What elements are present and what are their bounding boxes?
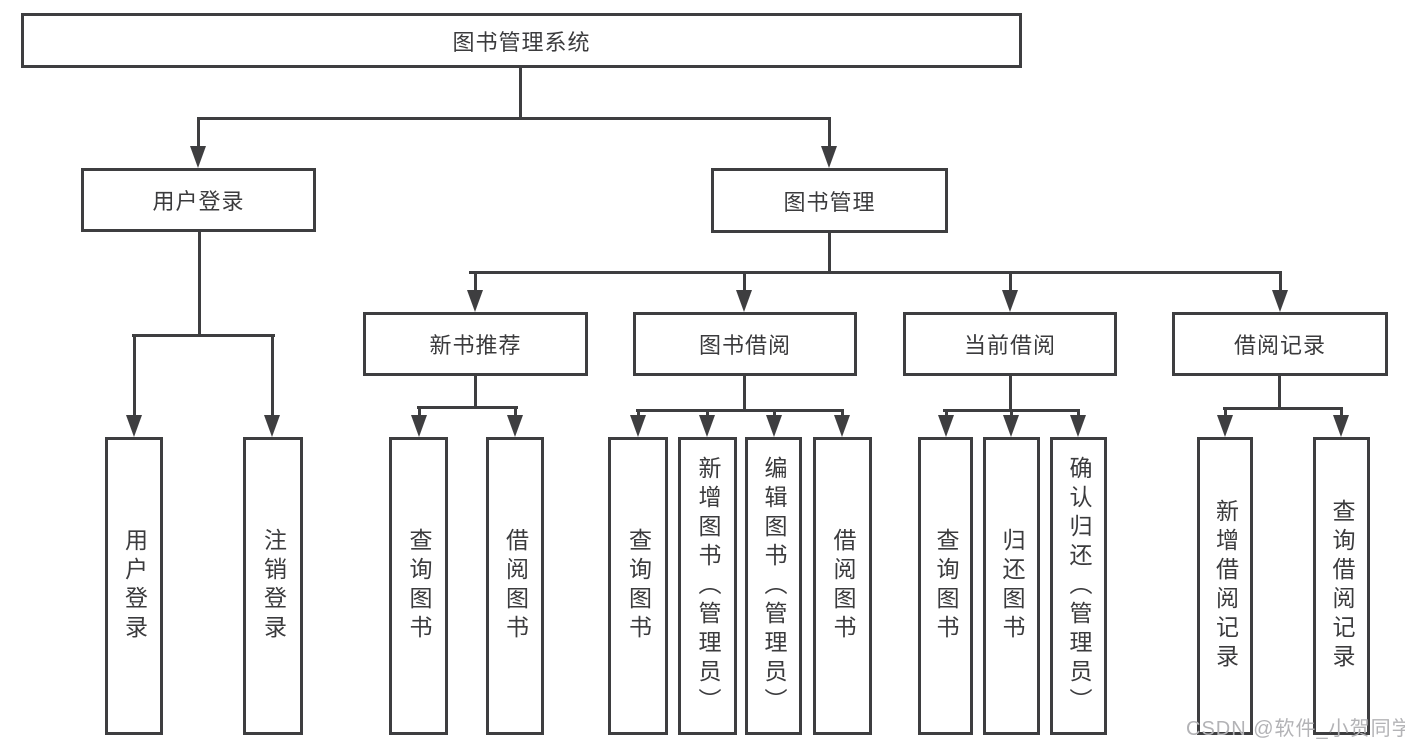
arrow-down-icon <box>834 415 850 437</box>
node-book-management: 图书管理 <box>711 168 948 233</box>
connector-stem <box>1009 376 1012 412</box>
connector-stem <box>198 232 201 337</box>
connector-drop <box>706 409 709 417</box>
node-label: 归还图书 <box>999 528 1025 644</box>
node-label: 图书管理系统 <box>452 29 591 55</box>
leaf-query-books-borrow: 查询图书 <box>608 437 668 735</box>
leaf-borrow-books-recommend: 借阅图书 <box>486 437 544 735</box>
arrow-down-icon <box>411 415 427 437</box>
arrow-down-icon <box>190 146 206 168</box>
node-current-borrowing: 当前借阅 <box>903 312 1117 376</box>
node-borrowing-records: 借阅记录 <box>1172 312 1388 376</box>
connector-drop <box>1279 271 1282 292</box>
arrow-down-icon <box>630 415 646 437</box>
node-label: 图书管理 <box>783 189 876 215</box>
node-label: 查询借阅记录 <box>1329 499 1355 673</box>
node-label: 编辑图书（管理员） <box>761 455 787 717</box>
leaf-edit-books-admin: 编辑图书（管理员） <box>745 437 802 735</box>
connector-branch <box>132 334 275 337</box>
connector-stem <box>828 233 831 274</box>
connector-drop <box>1010 409 1013 417</box>
connector-stem <box>519 68 522 120</box>
connector-branch <box>197 117 831 120</box>
node-user-login: 用户登录 <box>81 168 316 232</box>
node-book-borrowing: 图书借阅 <box>633 312 857 376</box>
leaf-return-books: 归还图书 <box>983 437 1040 735</box>
connector-branch <box>417 406 518 409</box>
node-label: 借阅记录 <box>1233 333 1326 358</box>
arrow-down-icon <box>766 415 782 437</box>
arrow-down-icon <box>1333 415 1349 437</box>
node-new-book-recommendation: 新书推荐 <box>363 312 588 376</box>
arrow-down-icon <box>821 146 837 168</box>
arrow-down-icon <box>699 415 715 437</box>
node-label: 查询图书 <box>625 528 652 644</box>
connector-drop <box>271 334 274 417</box>
arrow-down-icon <box>507 415 523 437</box>
arrow-down-icon <box>1070 415 1086 437</box>
connector-drop <box>514 406 517 417</box>
node-label: 确认归还（管理员） <box>1066 455 1092 717</box>
connector-drop <box>1009 271 1012 292</box>
arrow-down-icon <box>1003 415 1019 437</box>
leaf-add-books-admin: 新增图书（管理员） <box>678 437 737 735</box>
connector-drop <box>1077 409 1080 417</box>
connector-drop <box>828 117 831 148</box>
arrow-down-icon <box>467 290 483 312</box>
connector-branch <box>1223 407 1343 410</box>
arrow-down-icon <box>1272 290 1288 312</box>
arrow-down-icon <box>126 415 142 437</box>
connector-drop <box>197 117 200 148</box>
leaf-user-login: 用户登录 <box>105 437 163 735</box>
leaf-borrow-books: 借阅图书 <box>813 437 872 735</box>
connector-drop <box>1340 407 1343 417</box>
node-label: 用户登录 <box>152 189 245 214</box>
connector-stem <box>474 376 477 409</box>
node-label: 新增图书（管理员） <box>695 455 721 717</box>
node-label: 图书借阅 <box>698 333 791 358</box>
csdn-watermark: CSDN @软件_小贺同学 <box>1186 718 1405 740</box>
arrow-down-icon <box>938 415 954 437</box>
connector-drop <box>133 334 136 417</box>
connector-drop <box>1224 407 1227 417</box>
leaf-add-borrow-record: 新增借阅记录 <box>1197 437 1253 735</box>
connector-branch <box>469 271 1281 274</box>
node-library-management-system: 图书管理系统 <box>21 13 1022 68</box>
connector-drop <box>773 409 776 417</box>
node-label: 借阅图书 <box>830 528 856 644</box>
leaf-logout: 注销登录 <box>243 437 303 735</box>
connector-drop <box>474 271 477 292</box>
node-label: 注销登录 <box>260 528 287 644</box>
connector-branch <box>636 409 844 412</box>
node-label: 查询图书 <box>406 528 432 644</box>
connector-drop <box>945 409 948 417</box>
connector-drop <box>637 409 640 417</box>
connector-stem <box>743 376 746 412</box>
connector-stem <box>1278 376 1281 410</box>
node-label: 新书推荐 <box>429 333 522 358</box>
arrow-down-icon <box>1002 290 1018 312</box>
node-label: 当前借阅 <box>963 333 1056 358</box>
node-label: 新增借阅记录 <box>1212 499 1239 673</box>
leaf-query-borrow-record: 查询借阅记录 <box>1313 437 1370 735</box>
node-label: 查询图书 <box>933 528 959 644</box>
leaf-query-books-recommend: 查询图书 <box>389 437 448 735</box>
leaf-query-books-current: 查询图书 <box>918 437 973 735</box>
leaf-confirm-return-admin: 确认归还（管理员） <box>1050 437 1107 735</box>
node-label: 借阅图书 <box>502 528 529 644</box>
connector-drop <box>418 406 421 417</box>
arrow-down-icon <box>736 290 752 312</box>
arrow-down-icon <box>264 415 280 437</box>
node-label: 用户登录 <box>121 528 148 644</box>
connector-drop <box>743 271 746 292</box>
connector-drop <box>841 409 844 417</box>
arrow-down-icon <box>1217 415 1233 437</box>
